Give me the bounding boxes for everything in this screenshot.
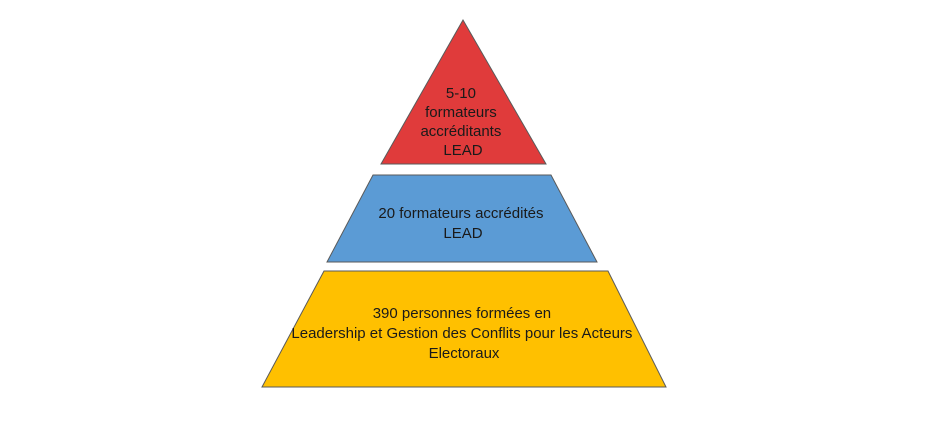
tier-top-shape: [380, 18, 547, 165]
tier-middle-shape: [326, 174, 598, 263]
tier-top-line-1: 5-10: [446, 85, 476, 102]
tier-bottom-shape: [261, 270, 667, 388]
tier-top-label: 5-10 formateurs accréditants LEAD: [420, 85, 505, 159]
pyramid-tier-bottom: 390 personnes formées en Leadership et G…: [261, 270, 667, 388]
tier-bottom-label: 390 personnes formées en Leadership et G…: [291, 305, 636, 362]
tier-middle-line-1: 20 formateurs accrédités: [378, 205, 543, 222]
pyramid-tier-top: 5-10 formateurs accréditants LEAD: [380, 18, 547, 165]
tier-top-line-2: formateurs: [425, 104, 497, 121]
tier-middle-line-2: LEAD: [443, 225, 482, 242]
tier-bottom-line-3: Electoraux: [429, 345, 500, 362]
pyramid-tier-middle: 20 formateurs accrédités LEAD: [326, 174, 598, 263]
tier-bottom-line-1: 390 personnes formées en: [373, 305, 551, 322]
tier-top-line-4: LEAD: [443, 142, 482, 159]
tier-top-line-3: accréditants: [420, 123, 501, 140]
tier-bottom-line-2: Leadership et Gestion des Conflits pour …: [291, 325, 632, 342]
tier-middle-label: 20 formateurs accrédités LEAD: [378, 205, 547, 242]
